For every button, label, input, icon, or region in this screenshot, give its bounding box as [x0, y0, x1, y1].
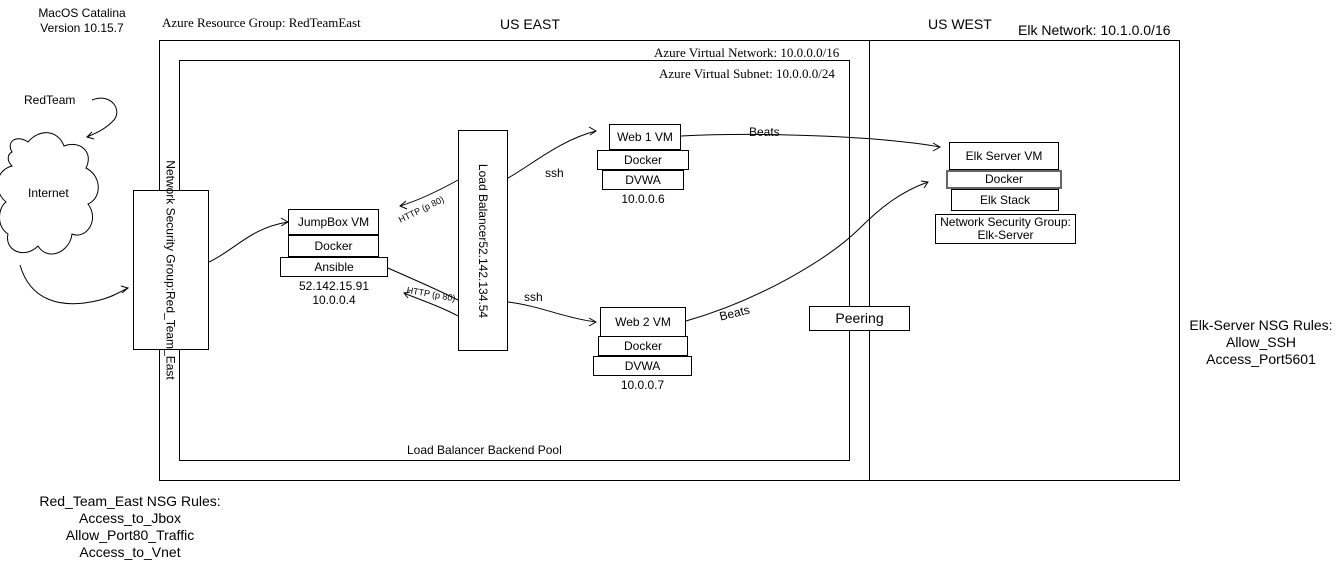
- internet-label: Internet: [28, 186, 69, 200]
- web1-ip: 10.0.0.6: [621, 192, 665, 206]
- elk-stack-box[interactable]: Elk Stack: [951, 189, 1059, 211]
- jumpbox-docker-box[interactable]: Docker: [288, 235, 379, 257]
- elk-network-label: Elk Network: 10.1.0.0/16: [1018, 22, 1171, 38]
- web1-docker-box[interactable]: Docker: [597, 150, 689, 170]
- red-rule-item: Allow_Port80_Traffic: [65, 527, 195, 543]
- red-rule-item: Access_to_Vnet: [79, 544, 181, 560]
- load-balancer-line1: Load Balancer: [476, 163, 491, 241]
- web1-docker-label: Docker: [623, 152, 662, 167]
- redteam-label: RedTeam: [24, 93, 76, 107]
- elk-server-vm-box[interactable]: Elk Server VM: [949, 142, 1059, 170]
- web2-docker-label: Docker: [623, 338, 662, 353]
- elk-docker-box[interactable]: Docker: [946, 170, 1062, 189]
- elk-nsg-line2: Elk-Server: [977, 228, 1034, 242]
- jumpbox-vm-label: JumpBox VM: [297, 214, 370, 229]
- elk-nsg-box[interactable]: Network Security Group: Elk-Server: [935, 214, 1076, 244]
- elk-rule-item: Allow_SSH: [1225, 334, 1297, 350]
- elk-docker-label: Docker: [984, 172, 1023, 186]
- peering-label: Peering: [835, 310, 884, 326]
- web1-vm-label: Web 1 VM: [617, 129, 673, 144]
- redteam-arrow: [86, 97, 118, 138]
- internet-to-nsg-arrowhead: [120, 285, 130, 294]
- elk-rules-title: Elk-Server NSG Rules:: [1189, 317, 1333, 333]
- os-version: Version 10.15.7: [40, 21, 124, 35]
- elk-stack-label: Elk Stack: [979, 192, 1030, 207]
- subnet-label: Azure Virtual Subnet: 10.0.0.0/24: [659, 66, 835, 81]
- jumpbox-ansible-box[interactable]: Ansible: [280, 257, 388, 277]
- web2-docker-box[interactable]: Docker: [598, 336, 688, 356]
- web2-dvwa-box[interactable]: DVWA: [593, 356, 692, 376]
- red-rules-title: Red_Team_East NSG Rules:: [39, 493, 221, 509]
- backend-pool-label: Load Balancer Backend Pool: [407, 443, 562, 457]
- resource-group-label: Azure Resource Group: RedTeamEast: [162, 15, 361, 30]
- nsg-red-team-east-line2: Red_Team_East: [164, 291, 178, 380]
- web2-dvwa-label: DVWA: [624, 358, 661, 373]
- ssh-label-1: ssh: [545, 166, 564, 180]
- nsg-red-team-east-line1: Network Security Group:: [164, 160, 178, 291]
- vnet-label: Azure Virtual Network: 10.0.0.0/16: [654, 45, 840, 60]
- us-west-region: [869, 40, 1180, 481]
- elk-server-vm-label: Elk Server VM: [965, 148, 1043, 163]
- web2-vm-label: Web 2 VM: [615, 314, 671, 329]
- jumpbox-vm-box[interactable]: JumpBox VM: [288, 209, 379, 235]
- red-rule-item: Access_to_Jbox: [79, 510, 181, 526]
- internet-to-nsg-edge: [19, 264, 129, 305]
- nsg-red-team-east[interactable]: Network Security Group: Red_Team_East: [133, 160, 209, 380]
- jumpbox-public-ip: 52.142.15.91: [298, 279, 370, 293]
- web2-ip: 10.0.0.7: [620, 378, 665, 392]
- peering-box[interactable]: Peering: [809, 306, 910, 331]
- load-balancer-ip: 52.142.134.54: [476, 240, 491, 318]
- os-name: MacOS Catalina: [38, 6, 126, 20]
- us-east-label: US EAST: [500, 16, 560, 32]
- web2-vm-box[interactable]: Web 2 VM: [600, 307, 686, 337]
- beats-label-1: Beats: [749, 125, 780, 139]
- web1-dvwa-label: DVWA: [625, 172, 661, 187]
- jumpbox-private-ip: 10.0.0.4: [312, 293, 356, 307]
- web1-vm-box[interactable]: Web 1 VM: [609, 124, 681, 150]
- load-balancer[interactable]: Load Balancer 52.142.134.54: [458, 130, 508, 351]
- redteam-arrowhead: [86, 131, 95, 140]
- elk-rule-item: Access_Port5601: [1206, 351, 1316, 367]
- jumpbox-docker-label: Docker: [314, 238, 353, 253]
- us-west-label: US WEST: [928, 16, 992, 32]
- ssh-label-2: ssh: [524, 290, 543, 304]
- elk-nsg-line1: Network Security Group:: [940, 215, 1071, 229]
- jumpbox-ansible-label: Ansible: [314, 259, 354, 274]
- web1-dvwa-box[interactable]: DVWA: [602, 170, 684, 190]
